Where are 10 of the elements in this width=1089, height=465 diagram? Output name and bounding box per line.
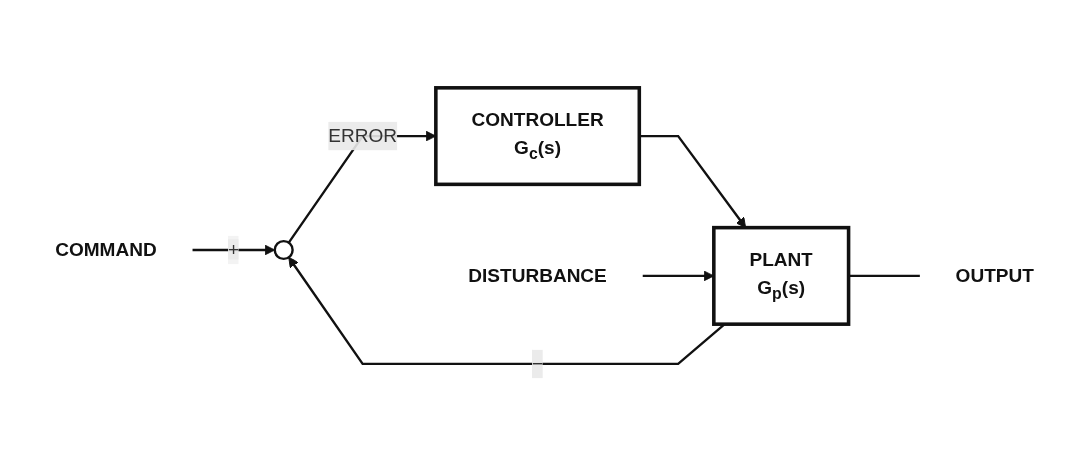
arrow [288, 256, 726, 365]
node-text: DISTURBANCE [468, 264, 607, 285]
edge-label: − [532, 352, 544, 373]
edge-label: ERROR [328, 124, 397, 146]
node-box: PLANT G$_{p}$(s) [712, 225, 851, 326]
edge-label: + [227, 238, 240, 260]
node-box: CONTROLLER G$_{c}$(s) [434, 85, 642, 186]
node-text: OUTPUT [955, 264, 1034, 285]
node-text: COMMAND [55, 238, 157, 260]
node-circle [273, 239, 294, 260]
